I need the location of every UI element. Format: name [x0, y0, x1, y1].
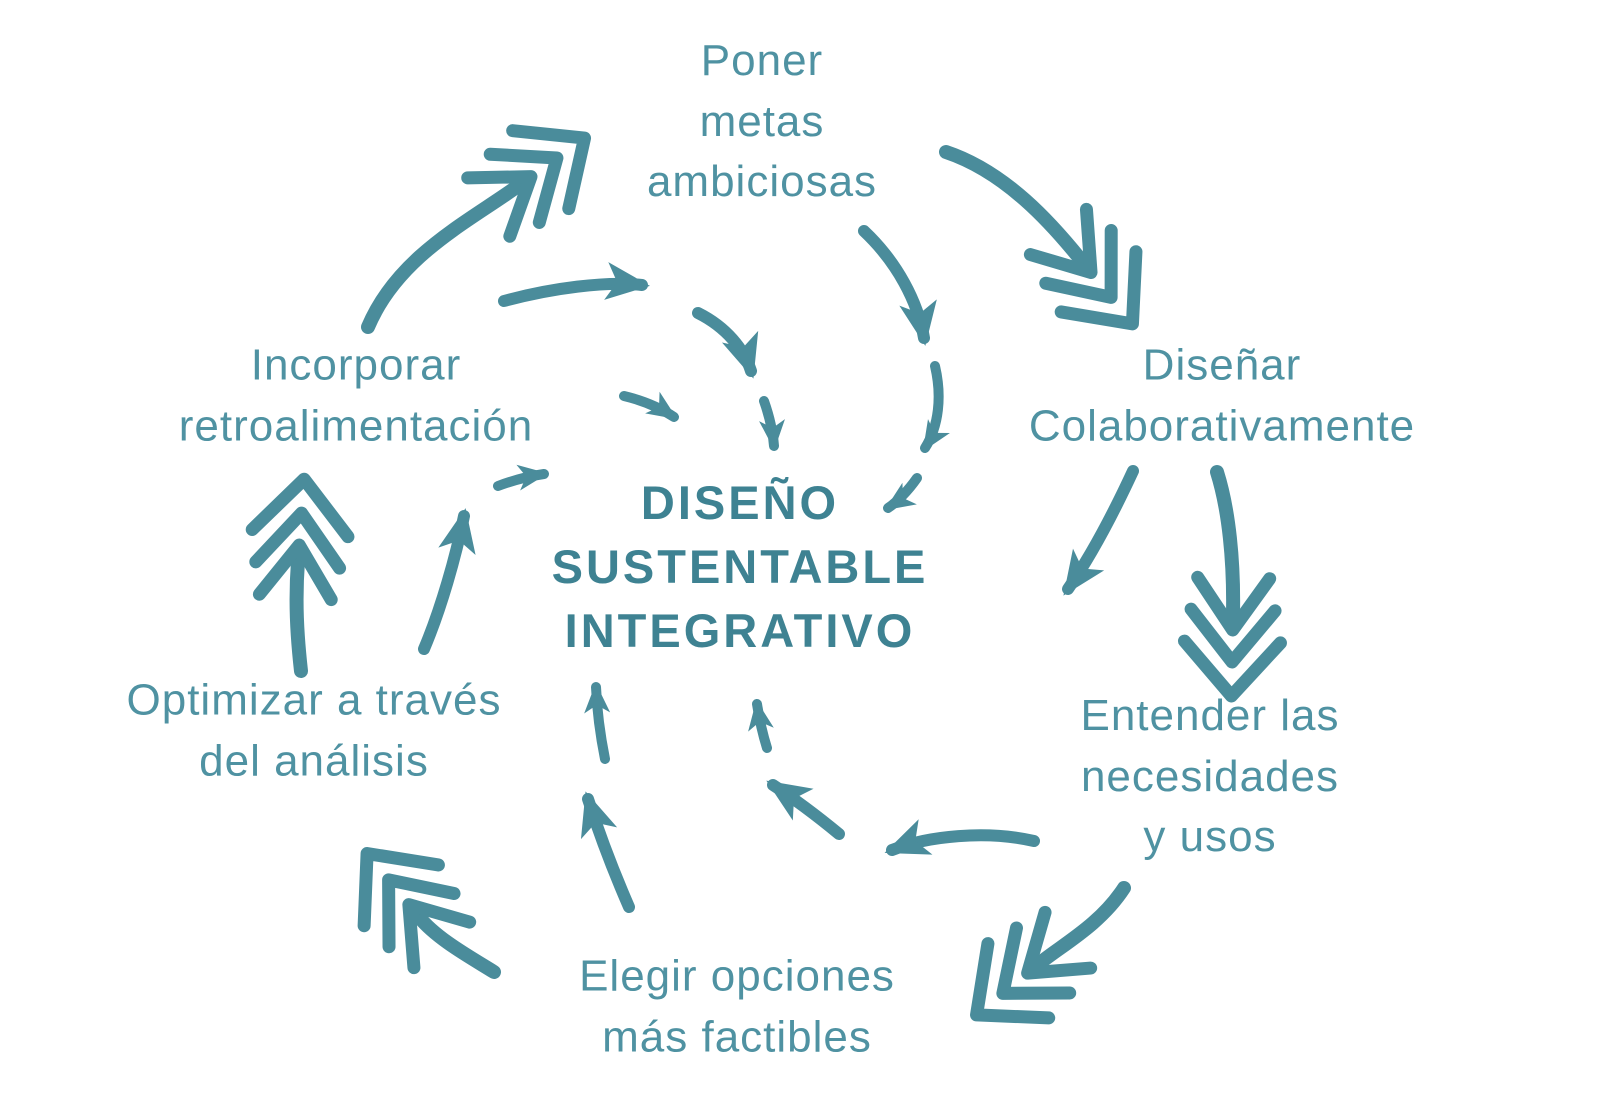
arrow-outer-entender-to-elegir [970, 881, 1131, 1025]
arrow-inner-bottom-left-up [418, 508, 476, 655]
arrow-inner-right-flat [884, 819, 1040, 856]
arrow-dash-top-center [759, 396, 785, 451]
arrow-inner-bottom-right-diagonal [766, 779, 845, 840]
arrow-dash-above-title [619, 391, 679, 422]
node-label-incorporar-retroalimentacion: Incorporar retroalimentación [178, 340, 534, 450]
node-label-poner-metas-ambiciosas: Poner metas ambiciosas [646, 35, 878, 207]
arrow-inner-bottom-up-long [580, 791, 635, 913]
arrow-outer-disenar-to-entender [1177, 465, 1287, 703]
arrow-dash-below-title-left [584, 682, 611, 764]
arrow-outer-incorporar-to-poner [361, 124, 592, 334]
arrow-inner-left-top [498, 262, 650, 307]
node-label-elegir-opciones: Elegir opciones más factibles [579, 951, 895, 1061]
node-label-disenar-colaborativamente: Diseñar Colaborativamente [1028, 340, 1416, 450]
arrow-dash-below-title-right [748, 699, 774, 753]
arrow-dash-left-of-title [493, 464, 549, 491]
arrow-outer-optimizar-to-incorporar [245, 472, 355, 678]
arrow-inner-top-right-long [858, 225, 937, 346]
arrow-dash-right-of-title [883, 473, 922, 513]
node-label-entender-necesidades: Entender las necesidades y usos [1080, 690, 1340, 862]
arrow-inner-top-center [692, 307, 759, 379]
arrow-outer-poner-to-disenar [939, 145, 1143, 331]
arrow-dash-upper-right [920, 361, 950, 453]
arrow-outer-elegir-to-optimizar [357, 847, 501, 979]
node-label-optimizar-analisis: Optimizar a través del análisis [126, 675, 502, 785]
arrow-inner-right-down [1062, 465, 1139, 596]
diagram-center-title: DISEÑO SUSTENTABLE INTEGRATIVO [551, 476, 929, 657]
